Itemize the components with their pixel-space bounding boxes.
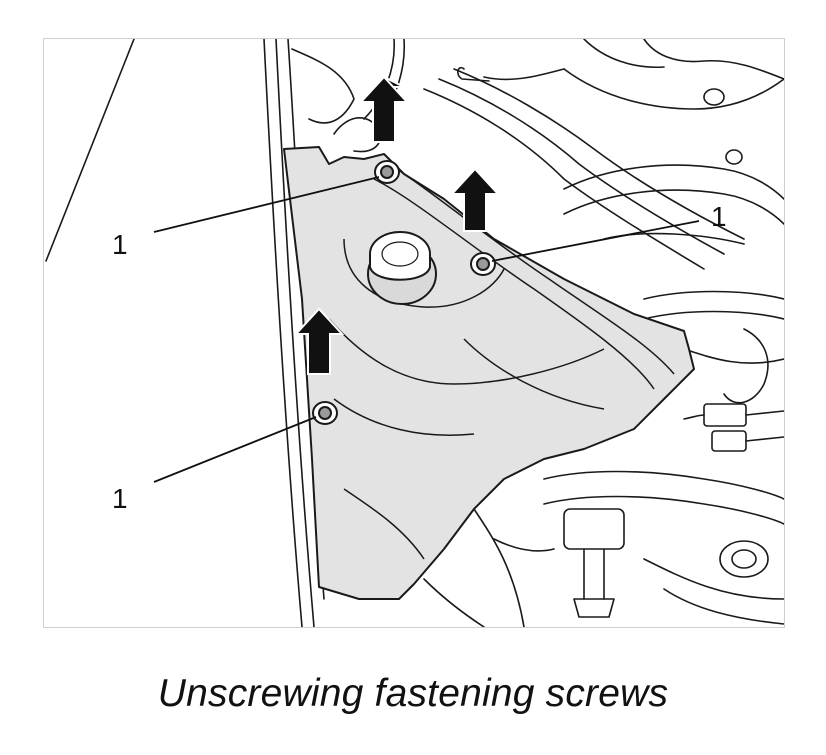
screw-top-left bbox=[374, 160, 400, 184]
engine-bay-drawing bbox=[45, 39, 784, 627]
arrow-up-icon bbox=[293, 307, 345, 375]
screw-top-right bbox=[470, 252, 496, 276]
callout-label: 1 bbox=[112, 229, 128, 260]
filler-cap bbox=[367, 231, 437, 305]
figure-caption: Unscrewing fastening screws bbox=[157, 672, 669, 715]
screw-lower-left bbox=[312, 401, 338, 425]
callout-label: 1 bbox=[112, 483, 128, 514]
callout-label: 1 bbox=[711, 201, 727, 232]
fender-edge-line bbox=[45, 39, 135, 262]
leader-line bbox=[153, 416, 317, 483]
arrow-up-icon bbox=[449, 167, 501, 232]
technical-illustration: 1 1 1 bbox=[43, 38, 785, 628]
leader-line bbox=[153, 176, 380, 233]
leader-line bbox=[491, 220, 700, 262]
arrow-up-icon bbox=[358, 75, 410, 143]
